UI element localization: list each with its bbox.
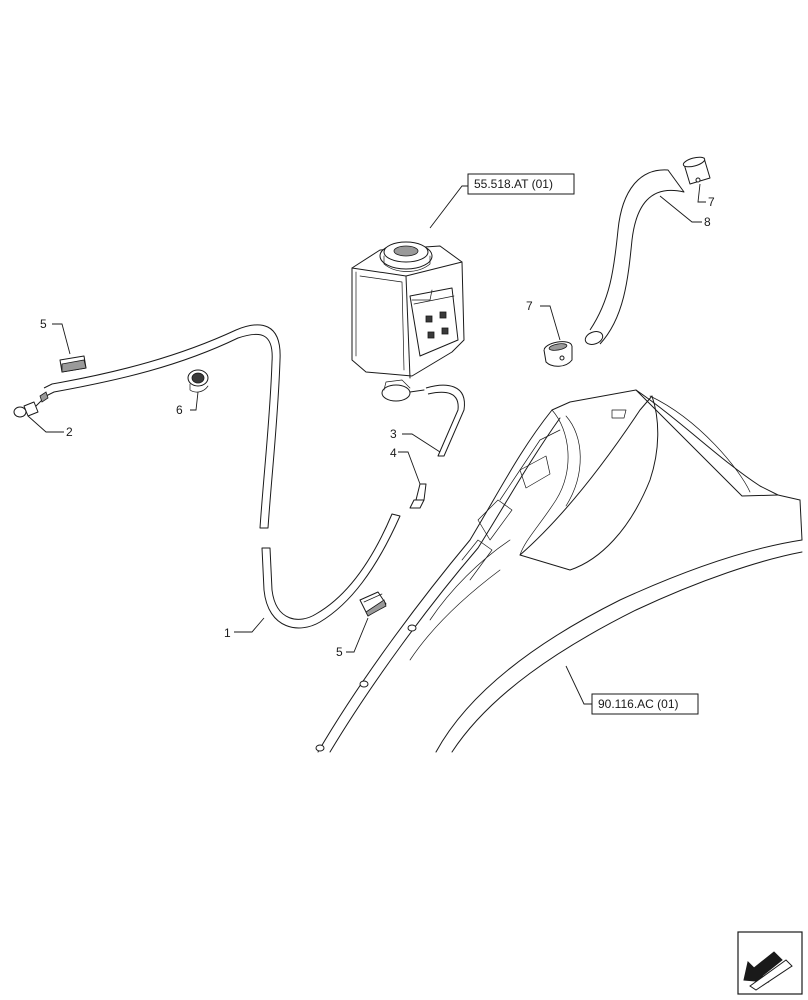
washer-reservoir — [351, 241, 465, 402]
hose-clamp-7-upper — [682, 156, 711, 185]
callout-2: 2 — [66, 425, 73, 439]
reference-fender-label: 90.116.AC (01) — [598, 697, 679, 711]
callout-8: 8 — [704, 215, 711, 229]
callout-5-upper: 5 — [40, 317, 47, 331]
clip-5-upper — [59, 355, 87, 373]
nozzle-2 — [13, 391, 49, 418]
leader-lines — [27, 183, 706, 705]
callout-7-lower: 7 — [526, 299, 533, 313]
callout-3: 3 — [390, 427, 397, 441]
hose-1 — [43, 324, 401, 629]
hose-3 — [425, 384, 465, 457]
grommet-6 — [187, 369, 209, 393]
reference-tank-label: 55.518.AT (01) — [474, 177, 553, 191]
hose-8 — [584, 169, 685, 345]
callout-6: 6 — [176, 403, 183, 417]
reference-fender[interactable]: 90.116.AC (01) — [591, 693, 699, 715]
hose-clamp-7-lower — [543, 341, 573, 367]
callout-5-lower: 5 — [336, 645, 343, 659]
reference-tank[interactable]: 55.518.AT (01) — [467, 173, 575, 195]
connector-4 — [409, 483, 427, 509]
clip-5-lower — [359, 591, 387, 617]
callout-4: 4 — [390, 446, 397, 460]
fender — [315, 389, 803, 753]
callout-7-upper: 7 — [708, 195, 715, 209]
callouts: 5 2 6 3 4 1 5 7 7 8 — [40, 195, 715, 659]
callout-1: 1 — [224, 626, 231, 640]
navigation-arrow-icon[interactable] — [737, 931, 803, 995]
